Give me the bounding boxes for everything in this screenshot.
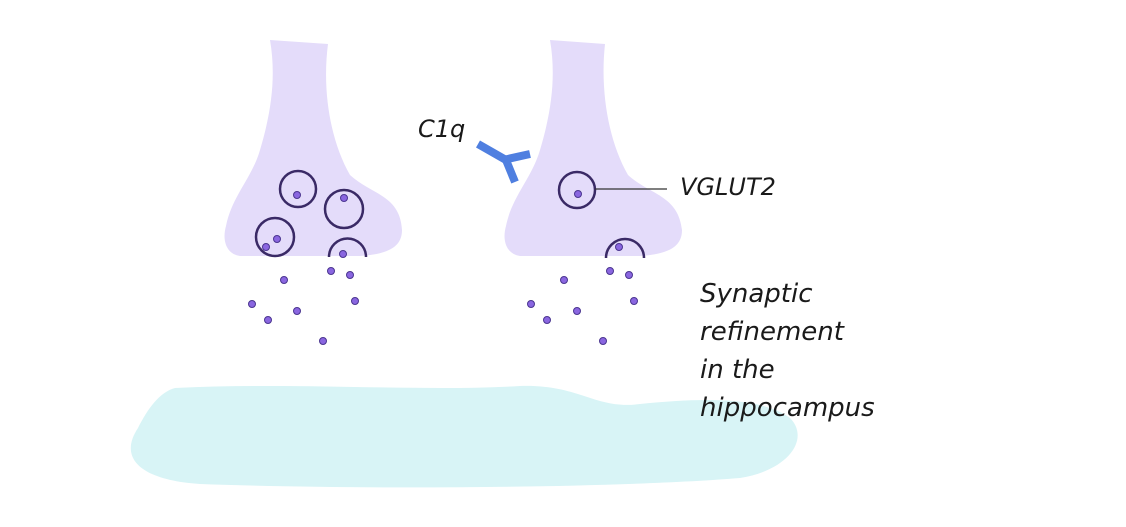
terminal-body-left: [224, 40, 402, 256]
caption-line-1: Synaptic: [700, 279, 813, 309]
vesicle-fusing: [327, 237, 368, 258]
caption-line-4: hippocampus: [700, 393, 875, 423]
vesicle: [278, 169, 318, 209]
neurotransmitter-dot: [264, 316, 272, 324]
neurotransmitter-dot: [327, 267, 335, 275]
neurotransmitter-dot: [560, 276, 568, 284]
neurotransmitter-dot: [293, 307, 301, 315]
c1q-label: C1q: [418, 115, 465, 143]
neurotransmitter-dot: [625, 271, 633, 279]
neurotransmitter-dot: [630, 297, 638, 305]
neurotransmitter-dot: [599, 337, 607, 345]
caption-line-3: in the: [700, 355, 775, 385]
neurotransmitter-dot: [280, 276, 288, 284]
neurotransmitter-dot: [527, 300, 535, 308]
c1q-antibody-icon: [476, 140, 531, 184]
caption: Synaptic refinement in the hippocampus: [700, 279, 875, 423]
terminal-body-right: [504, 40, 682, 256]
neurotransmitter-dot: [573, 307, 581, 315]
neurotransmitter-cloud-right: [527, 267, 638, 345]
neurotransmitter-cloud-left: [248, 267, 359, 345]
presynaptic-terminal-left: [224, 40, 402, 258]
neurotransmitter-dot: [351, 297, 359, 305]
neurotransmitter-dot: [346, 271, 354, 279]
presynaptic-terminal-right: [504, 40, 682, 259]
vesicle: [323, 188, 365, 230]
vesicle-fusing: [604, 237, 646, 259]
vglut2-label: VGLUT2: [680, 173, 776, 201]
neurotransmitter-dot: [248, 300, 256, 308]
caption-line-2: refinement: [700, 317, 845, 347]
neurotransmitter-dot: [543, 316, 551, 324]
vesicle: [254, 216, 296, 258]
neurotransmitter-dot: [606, 267, 614, 275]
postsynaptic-membrane: [130, 385, 798, 488]
vesicle-vglut2: [557, 170, 597, 210]
neurotransmitter-dot: [319, 337, 327, 345]
